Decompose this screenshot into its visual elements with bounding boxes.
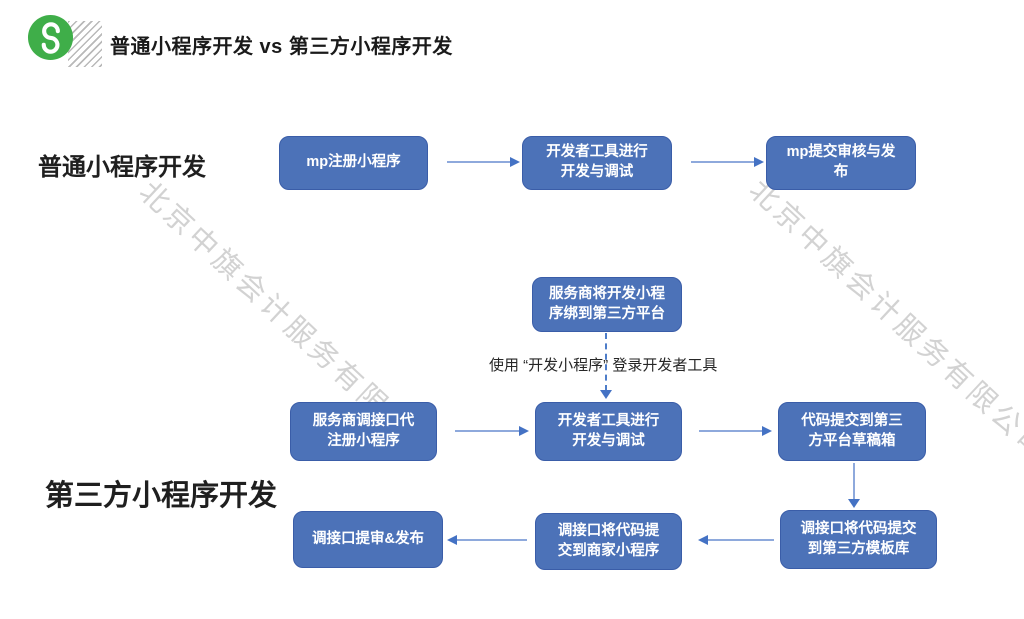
node-audit-release: 调接口提审&发布 <box>293 511 443 568</box>
node-mp-register: mp注册小程序 <box>279 136 428 190</box>
node-mp-submit: mp提交审核与发 布 <box>766 136 916 190</box>
arrow-head-icon <box>510 157 520 167</box>
arrow-head-icon <box>600 390 612 399</box>
arrow-draftbox-to-template <box>848 463 860 508</box>
node-bind-platform: 服务商将开发小程 序绑到第三方平台 <box>532 277 682 332</box>
wechat-miniprogram-logo-icon <box>27 14 74 61</box>
node-devtools-third: 开发者工具进行 开发与调试 <box>535 402 682 461</box>
login-annotation: 使用 “开发小程序” 登录开发者工具 <box>489 357 718 374</box>
node-draftbox: 代码提交到第三 方平台草稿箱 <box>778 402 926 461</box>
node-api-register: 服务商调接口代 注册小程序 <box>290 402 437 461</box>
page-title: 普通小程序开发 vs 第三方小程序开发 <box>110 36 453 58</box>
arrow-devtools-to-submit <box>691 157 764 167</box>
arrow-head-icon <box>848 499 860 508</box>
arrow-head-icon <box>762 426 772 436</box>
arrow-merchant-to-audit <box>447 535 527 545</box>
node-merchant-mp: 调接口将代码提 交到商家小程序 <box>535 513 682 570</box>
arrow-apiregister-to-devtools <box>455 426 529 436</box>
arrow-template-to-merchant <box>698 535 774 545</box>
node-devtools-regular: 开发者工具进行 开发与调试 <box>522 136 672 190</box>
arrow-head-icon <box>754 157 764 167</box>
section-label-regular: 普通小程序开发 <box>38 154 206 181</box>
arrow-register-to-devtools <box>447 157 520 167</box>
section-label-third-party: 第三方小程序开发 <box>45 480 278 512</box>
arrow-head-icon <box>698 535 708 545</box>
arrow-bind-to-devtools-dashed <box>600 333 612 399</box>
arrow-devtools-to-draftbox <box>699 426 772 436</box>
arrow-head-icon <box>519 426 529 436</box>
node-template-lib: 调接口将代码提交 到第三方模板库 <box>780 510 937 569</box>
arrow-head-icon <box>447 535 457 545</box>
logo-hatch-decoration <box>68 21 102 67</box>
